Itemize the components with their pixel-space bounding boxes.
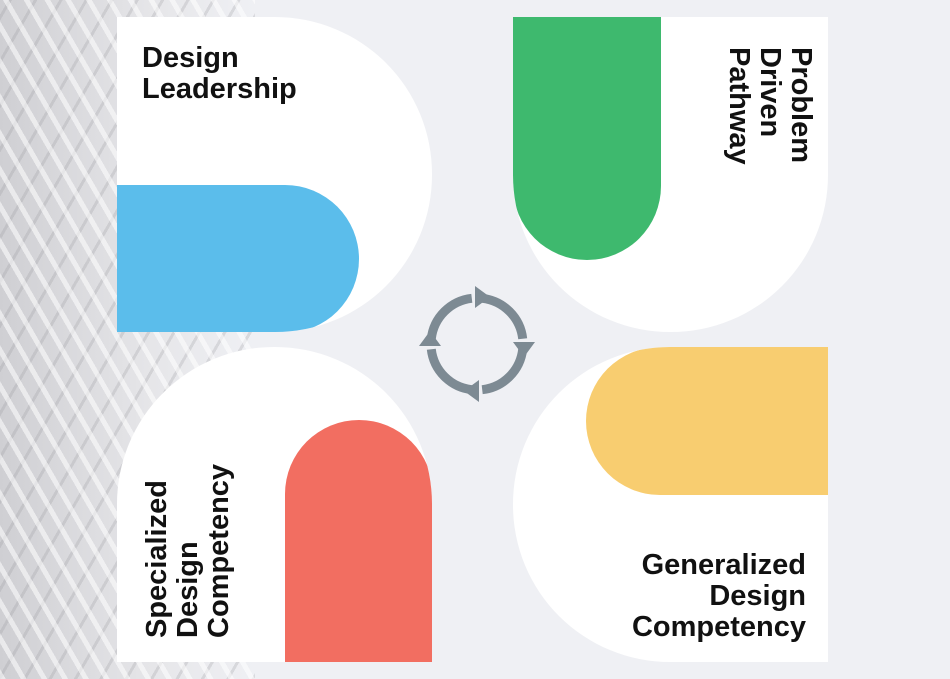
cycle-arrows-icon [419, 286, 535, 402]
cycle-arrowhead-3 [419, 331, 441, 346]
cycle-arc-4 [426, 293, 473, 340]
quadrant-generalized-design-competency: Generalized Design Competency [513, 347, 828, 662]
blue-shape [117, 185, 359, 332]
cycle-arrowhead-2 [464, 380, 479, 402]
problem-driven-pathway-label: Problem Driven Pathway [723, 47, 817, 165]
specialized-design-competency-label: Specialized Design Competency [141, 463, 235, 638]
yellow-shape [586, 347, 828, 495]
cycle-arc-3 [426, 348, 473, 395]
cycle-arrowhead-1 [513, 342, 535, 357]
cycle-arc-1 [481, 293, 528, 340]
cycle-arrowhead-4 [475, 286, 490, 308]
green-shape [513, 17, 661, 260]
quadrant-problem-driven-pathway: Problem Driven Pathway [513, 17, 828, 332]
design-leadership-label: Design Leadership [142, 42, 297, 105]
red-shape [285, 420, 432, 662]
cycle-arc-2 [481, 348, 528, 395]
generalized-design-competency-label: Generalized Design Competency [631, 549, 806, 643]
quadrant-design-leadership: Design Leadership [117, 17, 432, 332]
quadrant-specialized-design-competency: Specialized Design Competency [117, 347, 432, 662]
